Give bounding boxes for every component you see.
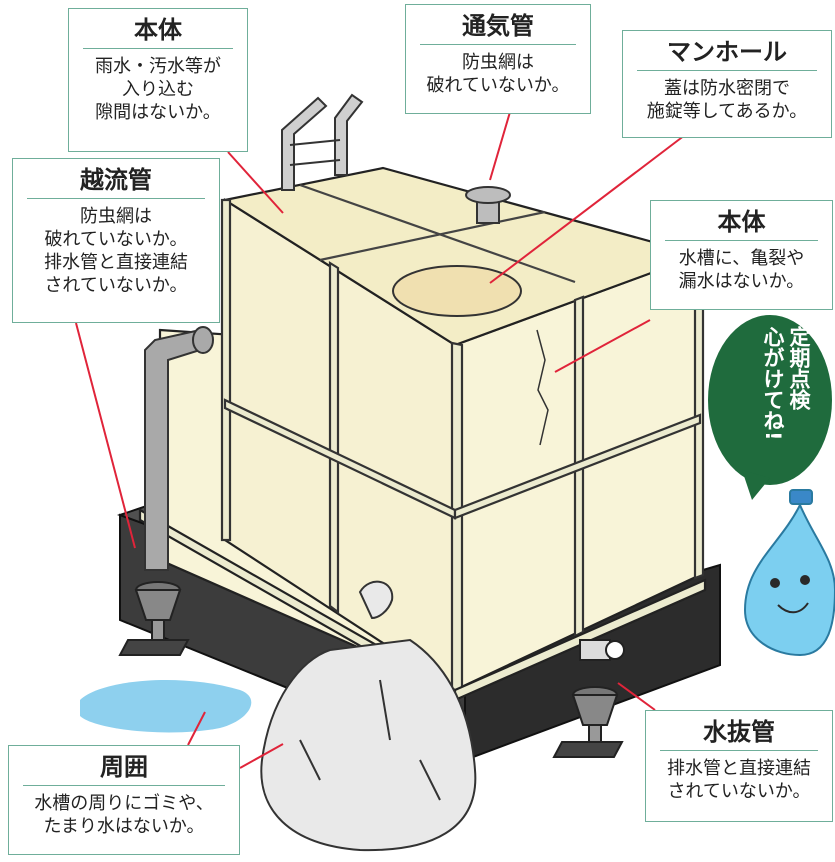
water-drop-mascot (743, 489, 835, 657)
callout-surroundings-text: 水槽の周りにゴミや、 たまり水はないか。 (34, 793, 214, 837)
callout-body-crack-title: 本体 (665, 207, 818, 241)
callout-overflow-pipe: 越流管 防虫網は 破れていないか。 排水管と直接連結 されていないか。 (12, 158, 220, 323)
garbage-bag (260, 580, 477, 852)
callout-manhole-text: 蓋は防水密閉で 施錠等してあるか。 (646, 78, 808, 122)
water-tank (138, 166, 707, 702)
vent-pipe (465, 186, 511, 224)
callout-drain-pipe: 水抜管 排水管と直接連結 されていないか。 (645, 710, 833, 822)
callout-manhole: マンホール 蓋は防水密閉で 施錠等してあるか。 (622, 30, 832, 138)
leader-lines (75, 111, 686, 769)
callout-body-crack: 本体 水槽に、亀裂や 漏水はないか。 (650, 200, 833, 310)
ladder (281, 93, 364, 191)
overflow-pipe (144, 326, 214, 571)
manhole-cover (392, 265, 522, 317)
callout-vent-pipe-text: 防虫網は 破れていないか。 (426, 52, 570, 96)
callout-overflow-pipe-title: 越流管 (27, 165, 205, 199)
callout-vent-pipe-title: 通気管 (420, 11, 576, 45)
speech-bubble (708, 315, 832, 500)
overflow-drain-funnel (118, 581, 190, 656)
callout-body-gap: 本体 雨水・汚水等が 入り込む 隙間はないか。 (68, 8, 248, 152)
callout-overflow-pipe-text: 防虫網は 破れていないか。 排水管と直接連結 されていないか。 (44, 206, 188, 296)
callout-surroundings-title: 周囲 (23, 752, 225, 786)
callout-body-crack-text: 水槽に、亀裂や 漏水はないか。 (678, 248, 805, 292)
callout-surroundings: 周囲 水槽の周りにゴミや、 たまり水はないか。 (8, 745, 240, 855)
callout-body-gap-text: 雨水・汚水等が 入り込む 隙間はないか。 (95, 56, 221, 123)
callout-vent-pipe: 通気管 防虫網は 破れていないか。 (405, 4, 591, 114)
callout-body-gap-title: 本体 (83, 15, 233, 49)
callout-drain-pipe-title: 水抜管 (660, 717, 818, 751)
mascot-speech-text: 定期点検 心がけてね! (761, 326, 811, 441)
puddle (80, 679, 252, 733)
callout-drain-pipe-text: 排水管と直接連結 されていないか。 (667, 758, 811, 802)
drain-pipe (552, 639, 625, 758)
callout-manhole-title: マンホール (637, 37, 817, 71)
